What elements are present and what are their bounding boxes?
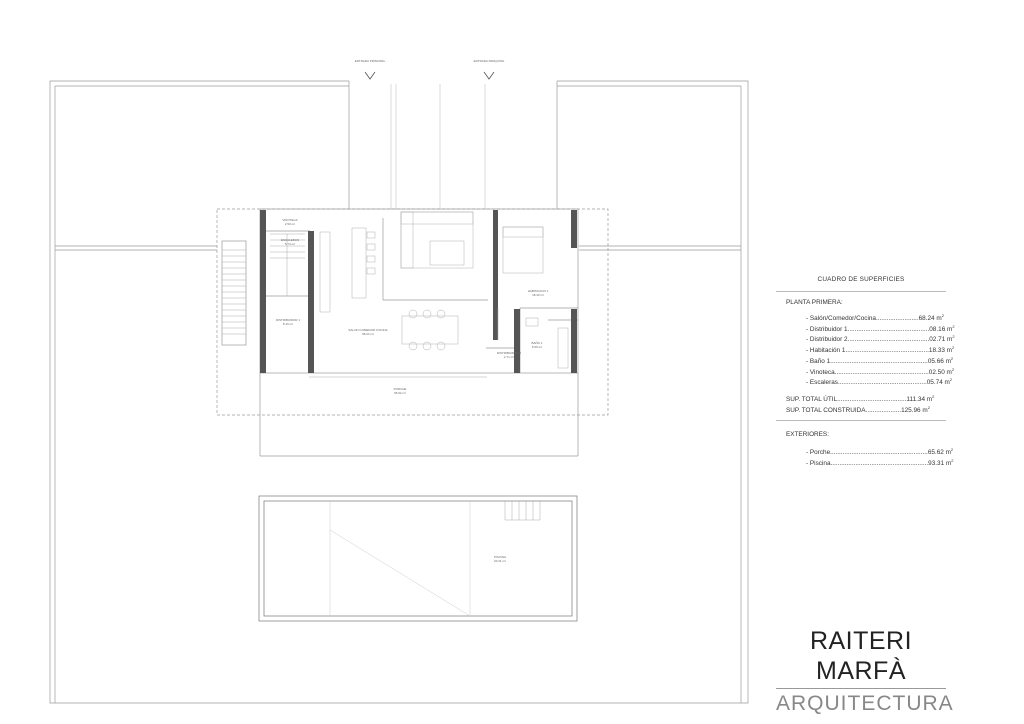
brand-logo: RAITERI MARFÀ ARQUITECTURA xyxy=(776,626,954,716)
surface-row: - Baño 1................................… xyxy=(806,355,954,365)
pool-outline xyxy=(258,495,578,622)
divider xyxy=(776,420,946,422)
total-row: SUP. TOTAL ÚTIL.........................… xyxy=(786,394,935,404)
total-row: SUP. TOTAL CONSTRUIDA...................… xyxy=(786,404,930,414)
wall-bedroom xyxy=(493,210,498,340)
entrance-main-label: ENTRADA PRINCIPAL xyxy=(354,59,386,63)
entrance-parking-label: ENTRADA PARQUING xyxy=(473,59,505,63)
wall-bath xyxy=(571,309,577,373)
section-floor-heading: PLANTA PRIMERA: xyxy=(786,299,843,306)
brand-divider xyxy=(776,688,946,689)
entrance-parking-arrow xyxy=(483,71,495,80)
surfaces-title: CUADRO DE SUPERFICIES xyxy=(776,276,946,292)
bed xyxy=(502,226,544,274)
surface-row: - Distribuidor 2........................… xyxy=(806,334,955,344)
wall-stair xyxy=(308,231,314,373)
dining-table xyxy=(401,315,459,345)
brand-subtitle: ARQUITECTURA xyxy=(776,692,954,715)
stair-outline xyxy=(221,240,247,346)
surface-row: - Distribuidor 1........................… xyxy=(806,323,955,333)
section-ext-heading: EXTERIORES: xyxy=(786,431,829,439)
entrance-main-arrow xyxy=(364,71,376,80)
surface-row: - Escaleras.............................… xyxy=(806,377,953,387)
brand-name: RAITERI MARFÀ xyxy=(809,627,913,685)
surface-row: - Vinoteca..............................… xyxy=(806,366,955,376)
exterior-row: - Piscina...............................… xyxy=(806,458,954,468)
wall-right xyxy=(571,210,577,248)
surface-row: - Salón/Comedor/Cocina..................… xyxy=(806,313,944,323)
floor-rows: - Salón/Comedor/Cocina..................… xyxy=(776,312,955,387)
sofa xyxy=(400,211,474,269)
pool-inner xyxy=(263,500,573,617)
wall-distrib xyxy=(514,309,520,373)
totals-rows: SUP. TOTAL ÚTIL.........................… xyxy=(776,393,946,414)
plot-boundary xyxy=(49,80,749,704)
wall-left xyxy=(260,210,266,373)
surface-row: - Habitación 1..........................… xyxy=(806,345,955,355)
ext-rows: - Porche................................… xyxy=(776,446,954,468)
exterior-row: - Porche................................… xyxy=(806,447,954,457)
surfaces-table: CUADRO DE SUPERFICIES PLANTA PRIMERA: - … xyxy=(776,276,955,468)
kitchen-island xyxy=(351,227,367,299)
